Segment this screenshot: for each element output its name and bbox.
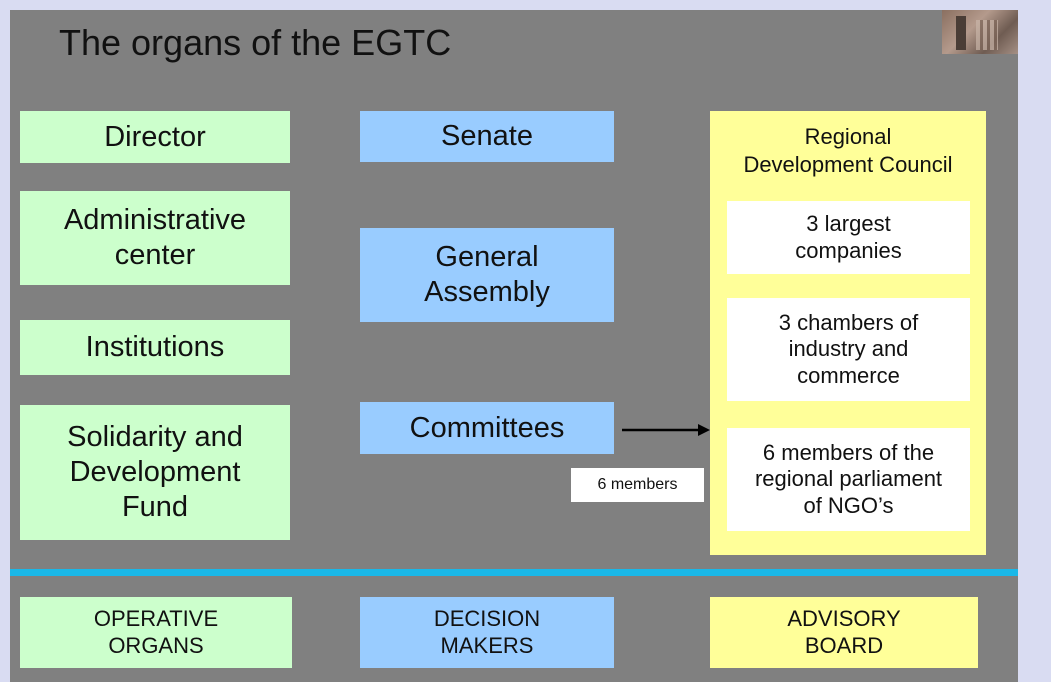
general-assembly-line: Assembly (424, 276, 550, 308)
administrative-center-line: center (114, 239, 196, 271)
slide-title: The organs of the EGTC (59, 22, 452, 63)
regional-development-council: Regional Development Council 3 largest c… (710, 111, 986, 555)
committees-label: Committees (409, 411, 565, 444)
decision-makers-line: MAKERS (440, 632, 534, 658)
members-count-label: 6 members (571, 468, 704, 502)
operative-organs-line: OPERATIVE (93, 606, 219, 632)
parliament-members-line: regional parliament (754, 466, 943, 492)
chambers-line: commerce (797, 362, 900, 388)
institutions-box: Institutions (20, 320, 290, 375)
administrative-center-box: Administrative center (20, 191, 290, 285)
senate-box: Senate (360, 111, 614, 162)
parliament-members-line: of NGO’s (803, 492, 894, 518)
parliament-members-line: 6 members of the (762, 439, 935, 465)
committees-box: Committees (360, 402, 614, 454)
largest-companies-box: 3 largest companies (727, 201, 970, 274)
slide: The organs of the EGTC Director Administ… (10, 10, 1018, 682)
advisory-board-line: ADVISORY (787, 606, 901, 632)
operative-organs-box: OPERATIVE ORGANS (20, 597, 292, 668)
council-title-line: Regional (804, 124, 892, 149)
senate-label: Senate (441, 120, 533, 153)
institutions-label: Institutions (85, 331, 225, 364)
general-assembly-line: General (435, 241, 539, 274)
largest-companies-line: 3 largest (806, 211, 891, 237)
corner-photo (942, 10, 1018, 54)
general-assembly-box: General Assembly (360, 228, 614, 322)
section-divider (10, 569, 1018, 576)
parliament-members-box: 6 members of the regional parliament of … (727, 428, 970, 531)
largest-companies-line: companies (795, 237, 902, 263)
council-title-line: Development Council (743, 151, 953, 177)
decision-makers-box: DECISION MAKERS (360, 597, 614, 668)
director-box: Director (20, 111, 290, 163)
arrow-icon (622, 424, 710, 436)
advisory-board-line: BOARD (804, 632, 884, 658)
solidarity-fund-box: Solidarity and Development Fund (20, 405, 290, 540)
solidarity-fund-line: Development (69, 456, 241, 489)
chambers-box: 3 chambers of industry and commerce (727, 298, 970, 401)
solidarity-fund-line: Fund (121, 490, 189, 523)
solidarity-fund-line: Solidarity and (67, 421, 243, 454)
members-count-text: 6 members (597, 476, 678, 494)
chambers-line: industry and (788, 336, 909, 362)
director-label: Director (104, 120, 206, 153)
advisory-board-box: ADVISORY BOARD (710, 597, 978, 668)
operative-organs-line: ORGANS (108, 632, 204, 658)
council-title: Regional Development Council (710, 123, 986, 178)
decision-makers-line: DECISION (433, 606, 541, 632)
administrative-center-line: Administrative (63, 204, 247, 237)
chambers-line: 3 chambers of (778, 309, 919, 335)
